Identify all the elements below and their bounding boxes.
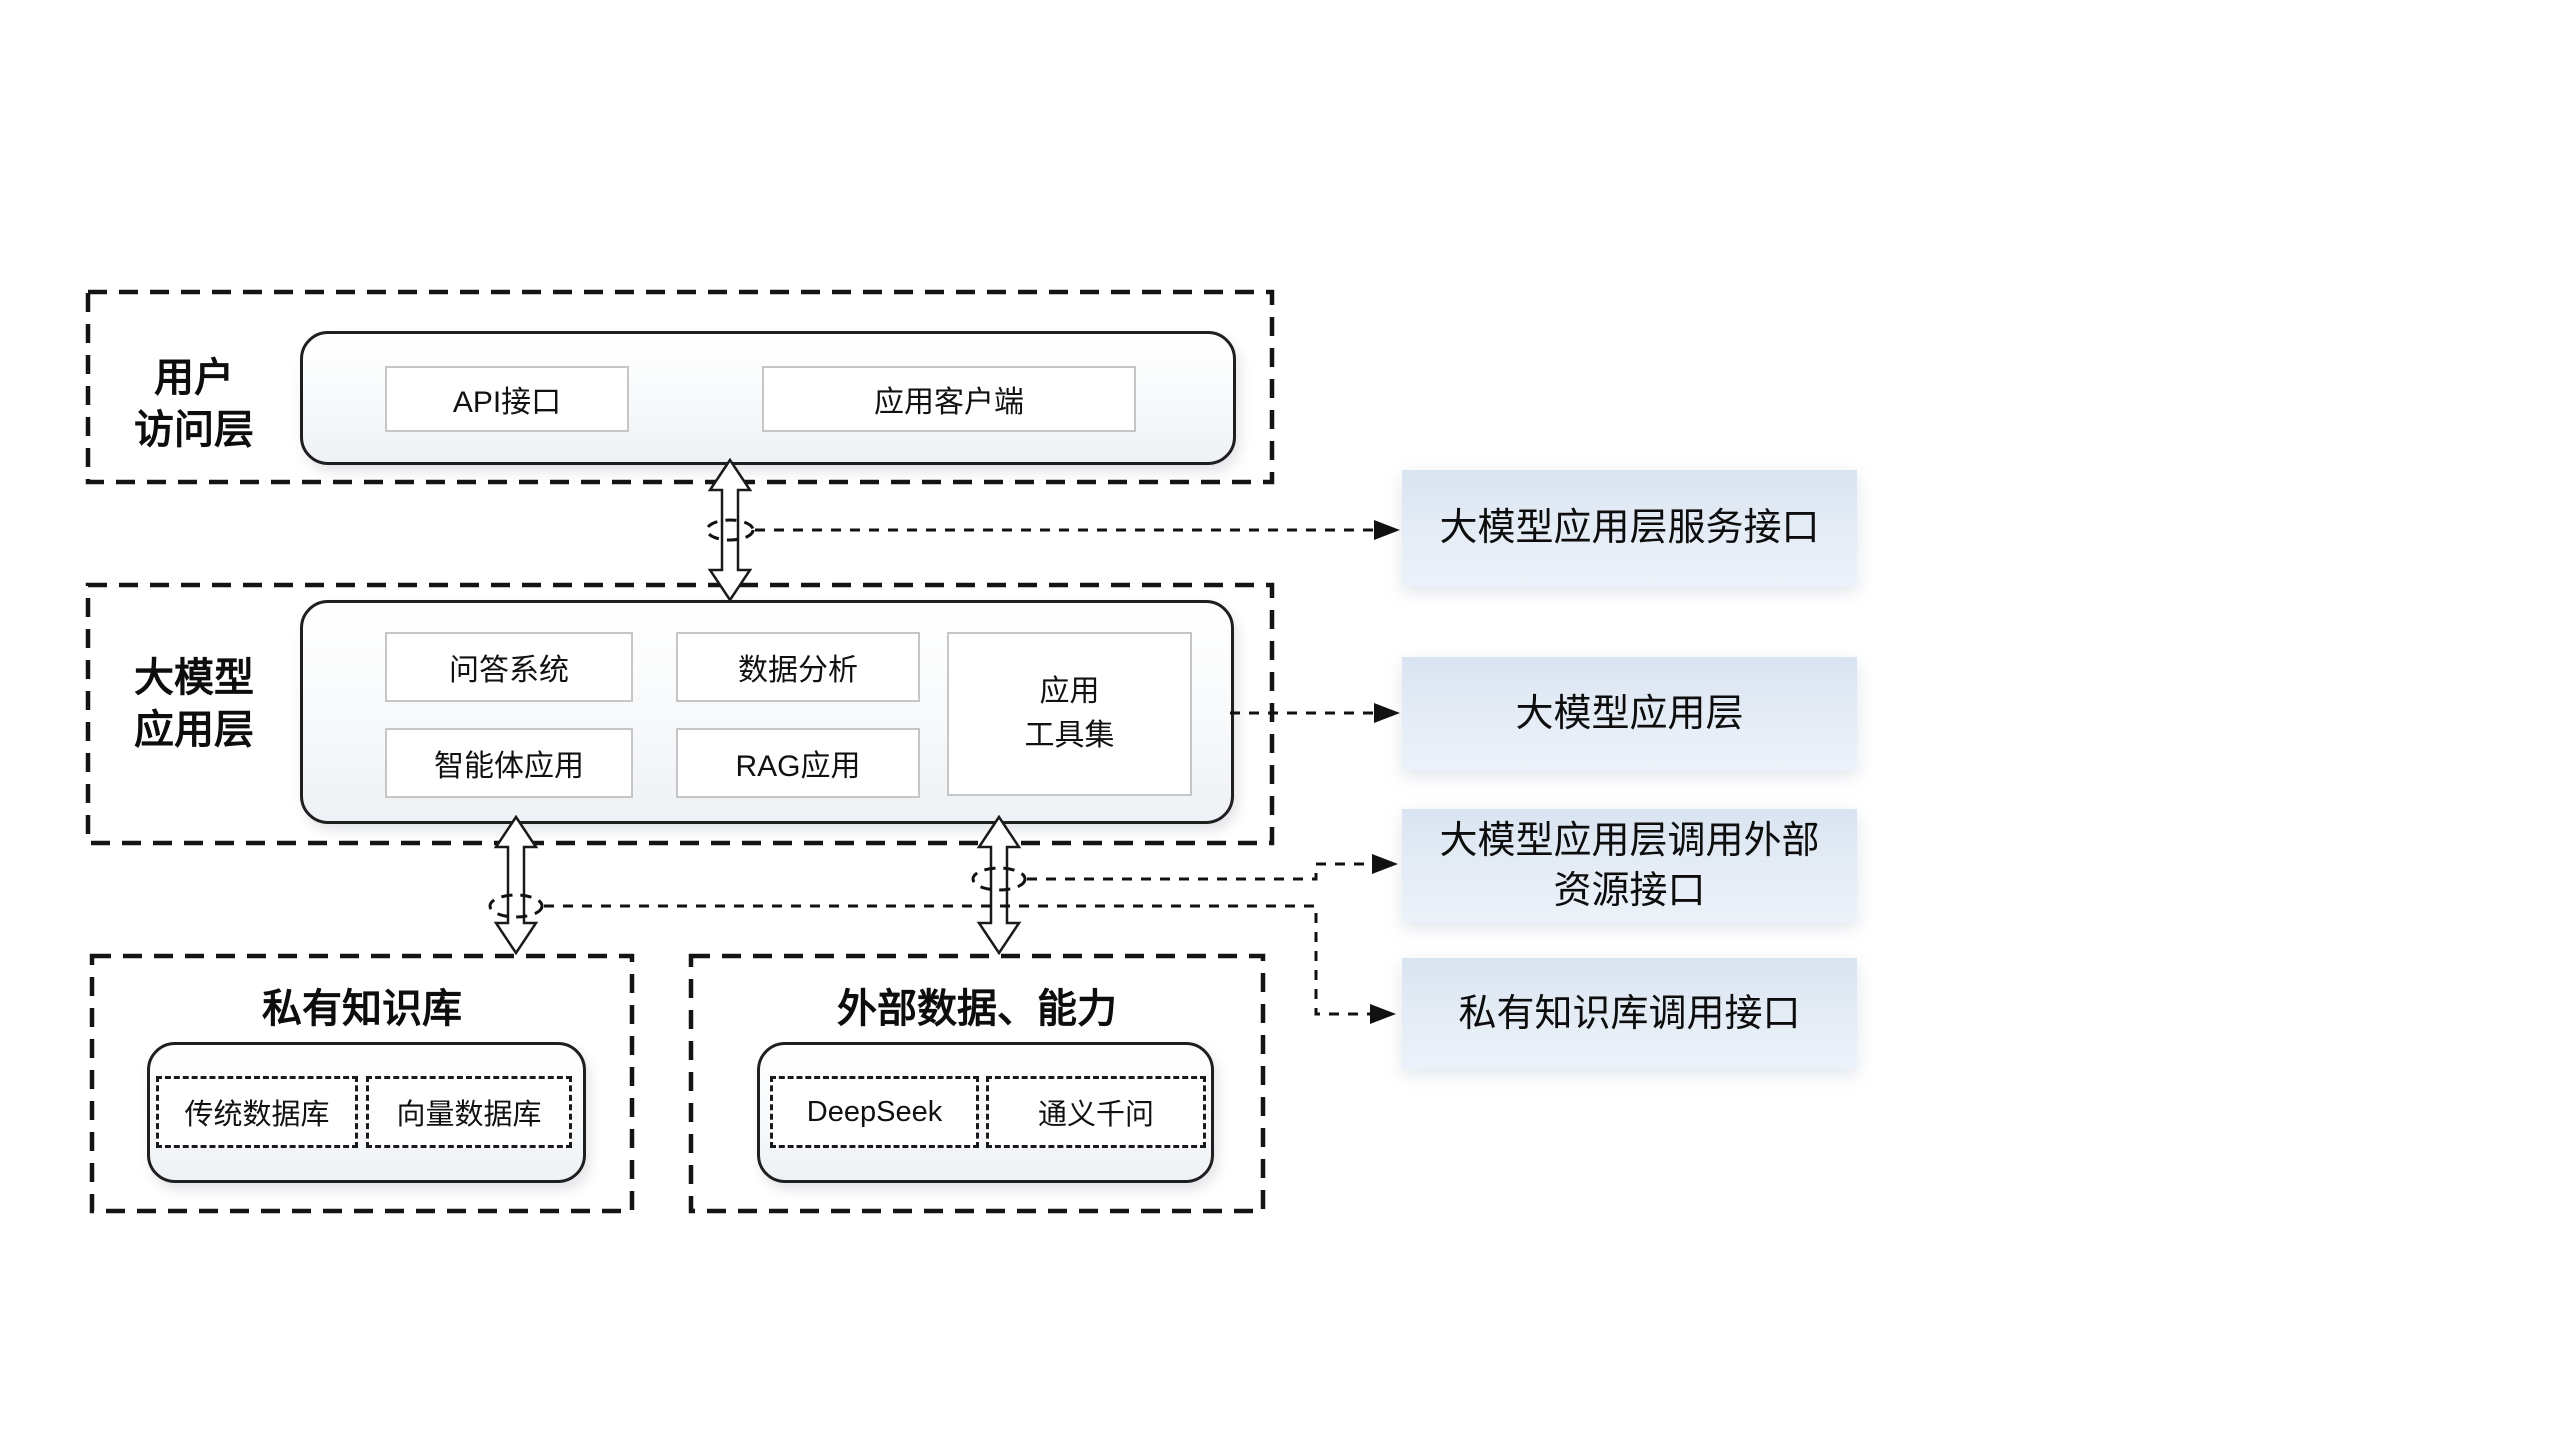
qwen-label: 通义千问 — [1037, 1099, 1154, 1131]
layer-label-line: 用户 — [154, 356, 234, 400]
callout-text-line: 私有知识库调用接口 — [1458, 992, 1801, 1035]
dashed-connector-line — [1027, 862, 1372, 881]
deepseek-label: DeepSeek — [806, 1095, 943, 1128]
rag-app-label: RAG应用 — [735, 750, 861, 783]
layer-label-line: 应用层 — [134, 708, 254, 752]
agent-app-label: 智能体应用 — [434, 750, 584, 783]
arrowhead-icon — [1370, 1004, 1396, 1024]
traditional-db-box: 传统数据库 — [156, 1076, 358, 1148]
callout-service-interface: 大模型应用层服务接口 — [1402, 470, 1857, 586]
qa-system-label: 问答系统 — [449, 654, 569, 687]
deepseek-box: DeepSeek — [770, 1076, 979, 1148]
user-access-layer-label: 用户 访问层 — [88, 352, 300, 456]
arrowhead-icon — [1374, 703, 1400, 723]
private-kb-title: 私有知识库 — [262, 987, 462, 1031]
arrowhead-icon — [1372, 854, 1398, 874]
api-interface-label: API接口 — [452, 386, 562, 419]
rag-app-box: RAG应用 — [676, 728, 920, 798]
llm-app-layer-label: 大模型 应用层 — [88, 652, 300, 756]
vector-db-box: 向量数据库 — [366, 1076, 572, 1148]
layer-label-line: 访问层 — [134, 408, 254, 452]
junction-ellipse-icon — [705, 518, 755, 542]
callout-app-layer: 大模型应用层 — [1402, 657, 1857, 770]
app-toolset-label-line: 应用 — [1039, 675, 1100, 708]
junction-ellipse-icon — [488, 893, 544, 919]
arrowhead-icon — [1374, 520, 1400, 540]
data-analysis-box: 数据分析 — [676, 632, 920, 702]
qwen-box: 通义千问 — [986, 1076, 1206, 1148]
junction-ellipse-icon — [971, 866, 1027, 892]
callout-text-line: 大模型应用层服务接口 — [1439, 507, 1820, 549]
traditional-db-label: 传统数据库 — [184, 1099, 330, 1131]
app-client-label: 应用客户端 — [874, 386, 1024, 419]
app-toolset-box: 应用 工具集 — [947, 632, 1192, 796]
callout-kb-call-interface: 私有知识库调用接口 — [1402, 958, 1857, 1069]
qa-system-box: 问答系统 — [385, 632, 633, 702]
double-arrow-icon — [976, 814, 1022, 956]
app-client-box: 应用客户端 — [762, 366, 1136, 432]
double-arrow-icon — [493, 814, 539, 956]
data-analysis-label: 数据分析 — [738, 654, 858, 687]
callout-external-resource-interface: 大模型应用层调用外部 资源接口 — [1402, 809, 1857, 922]
vector-db-label: 向量数据库 — [396, 1099, 542, 1131]
callout-text-line: 大模型应用层 — [1515, 692, 1744, 735]
callout-text-line: 资源接口 — [1553, 869, 1706, 912]
app-toolset-label-line: 工具集 — [1024, 719, 1115, 752]
external-data-title: 外部数据、能力 — [837, 987, 1117, 1031]
callout-text-line: 大模型应用层调用外部 — [1439, 819, 1820, 862]
agent-app-box: 智能体应用 — [385, 728, 633, 798]
api-interface-box: API接口 — [385, 366, 629, 432]
double-arrow-icon — [707, 457, 753, 603]
layer-label-line: 大模型 — [134, 656, 254, 700]
